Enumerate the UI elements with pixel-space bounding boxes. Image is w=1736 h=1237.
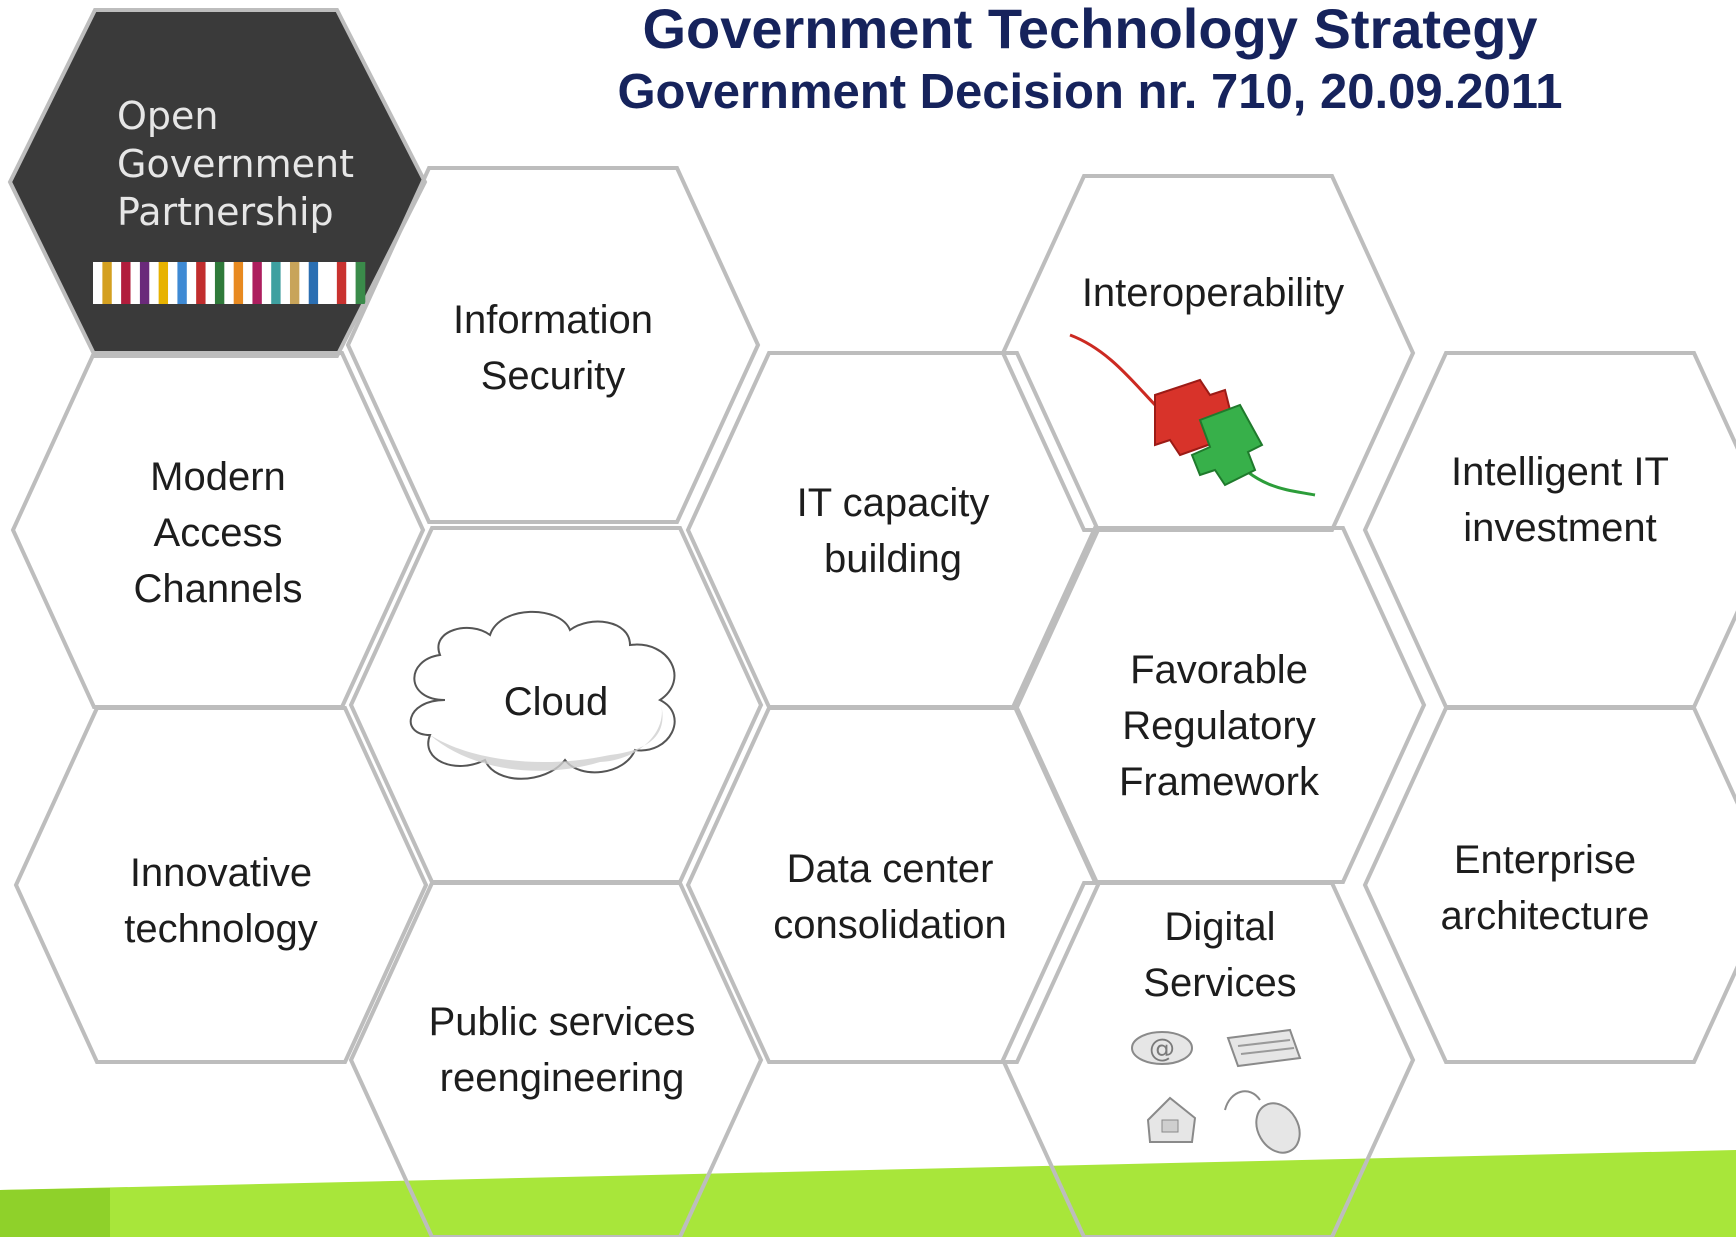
hex-information-security (345, 166, 761, 524)
ogp-stripe (252, 262, 263, 304)
hex-data-center-consolidation (685, 706, 1101, 1064)
ogp-logo-line: Open (117, 94, 219, 138)
ogp-logo-text: Open Government Partnership (117, 92, 354, 236)
keyboard-icon (1226, 1028, 1302, 1068)
ogp-stripe (130, 262, 141, 304)
ogp-stripe (196, 262, 206, 304)
home-icon (1146, 1096, 1197, 1143)
hex-enterprise-architecture (1362, 706, 1736, 1064)
ogp-stripe (308, 262, 319, 304)
hex-favorable-regulatory-framework (1011, 526, 1427, 884)
ogp-stripe (121, 262, 131, 304)
hexagon-grid (10, 166, 1736, 1237)
puzzle-icon (1069, 333, 1316, 497)
ogp-stripe (289, 262, 300, 304)
ogp-stripe (355, 262, 366, 304)
ogp-logo-line: Partnership (117, 190, 334, 234)
ogp-stripe (233, 262, 244, 304)
hex-innovative-technology (13, 706, 429, 1064)
ogp-stripe (149, 262, 159, 304)
title-line-1: Government Technology Strategy (642, 0, 1538, 60)
ogp-stripe (336, 262, 347, 304)
ogp-stripe (261, 262, 272, 304)
ogp-stripe (280, 262, 291, 304)
ogp-stripe (243, 262, 253, 304)
footer-green-band (0, 1150, 1736, 1237)
ogp-logo-line: Government (117, 142, 354, 186)
mouse-icon (1224, 1090, 1301, 1154)
ogp-stripe (318, 262, 328, 304)
ogp-stripe (158, 262, 169, 304)
ogp-stripe (346, 262, 356, 304)
ogp-stripe (186, 262, 197, 304)
hex-interoperability (1000, 174, 1416, 532)
hex-digital-services (1000, 881, 1416, 1237)
ogp-logo-stripes (93, 262, 366, 304)
digital-services-icons: @ (1131, 1028, 1302, 1154)
ogp-stripe (327, 262, 338, 304)
hex-label-cloud: Cloud (503, 680, 609, 724)
footer-green-accent (0, 1188, 110, 1237)
hex-label-interoperability: Interoperability (1081, 271, 1345, 315)
cloud-icon (409, 610, 676, 780)
ogp-stripe (168, 262, 178, 304)
at-sign-icon: @ (1131, 1031, 1193, 1065)
page-title: Government Technology Strategy Governmen… (520, 0, 1660, 118)
ogp-stripe (139, 262, 150, 304)
svg-text:@: @ (1149, 1034, 1175, 1064)
ogp-stripe (214, 262, 225, 304)
title-line-2: Government Decision nr. 710, 20.09.2011 (617, 64, 1563, 119)
ogp-stripe (177, 262, 188, 304)
ogp-stripe (102, 262, 113, 304)
hex-public-services-reengineering (348, 881, 764, 1237)
ogp-stripe (205, 262, 216, 304)
ogp-stripe (224, 262, 234, 304)
ogp-stripe (111, 262, 122, 304)
ogp-stripe (93, 262, 103, 304)
ogp-stripe (271, 262, 281, 304)
ogp-stripe (299, 262, 310, 304)
